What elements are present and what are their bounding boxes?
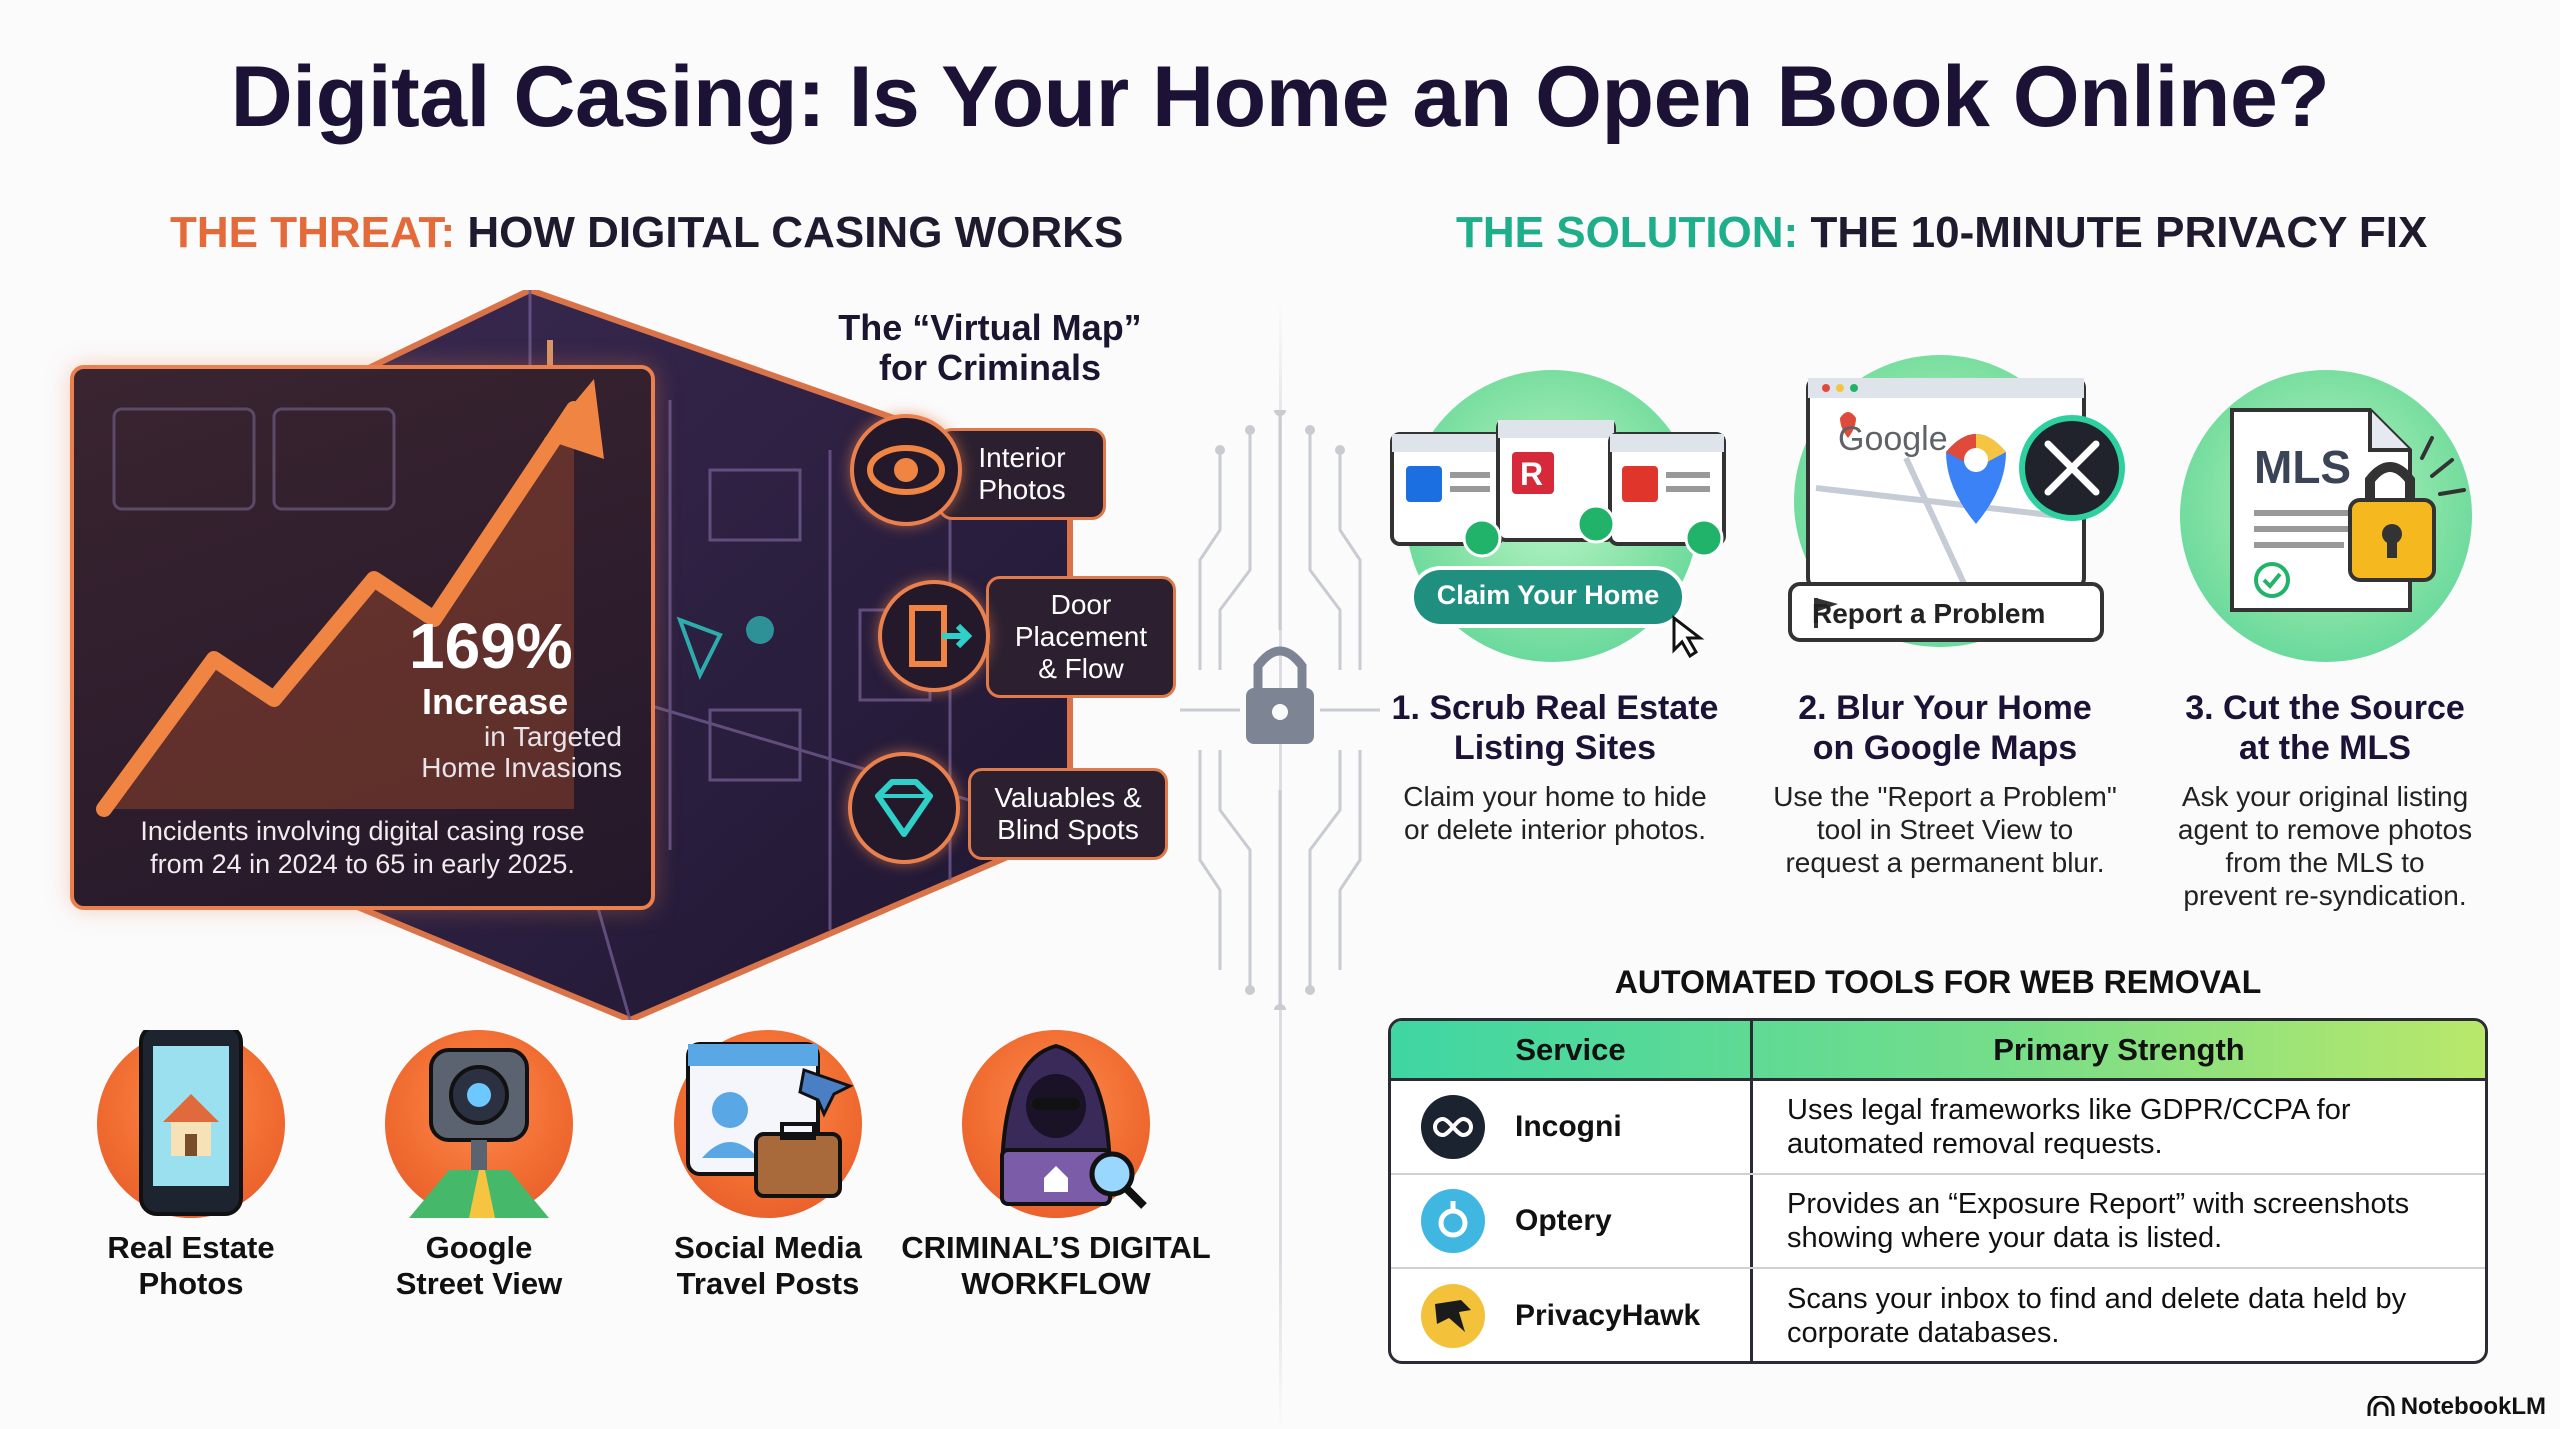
mls-badge: MLS (2254, 441, 2352, 493)
tools-table: Service Primary Strength Incogni Uses le… (1388, 1018, 2488, 1364)
google-maps-report-icon (1788, 378, 2125, 642)
stat-label: Increase (422, 681, 569, 722)
report-problem-badge: Report a Problem (1812, 598, 2046, 629)
listing-sites-icon: R (1390, 420, 1726, 659)
svg-text:R: R (1520, 456, 1543, 492)
lock-circuit-icon (1180, 410, 1380, 1010)
travel-post-icon (686, 1042, 854, 1198)
service-strength: Uses legal frameworks like GDPR/CCPA for… (1787, 1094, 2351, 1160)
stat-note: Incidents involving digital casing rose … (140, 816, 585, 879)
threat-label: THE THREAT: (170, 208, 456, 257)
feature-valuables: Valuables &Blind Spots (968, 768, 1168, 860)
hooded-hacker-icon (999, 1043, 1147, 1209)
service-name: Incogni (1515, 1110, 1622, 1143)
stat-value: 169% (409, 610, 573, 682)
table-row: PrivacyHawk Scans your inbox to find and… (1391, 1269, 2485, 1361)
threat-heading-text: HOW DIGITAL CASING WORKS (467, 208, 1124, 257)
google-logo-text: Google (1838, 420, 1948, 458)
diamond-icon (848, 752, 960, 864)
stat-sub: in Targeted Home Invasions (421, 721, 622, 783)
notebooklm-logo-icon (2367, 1396, 2395, 1416)
header-primary-strength: Primary Strength (1993, 1031, 2245, 1067)
service-strength: Scans your inbox to find and delete data… (1787, 1283, 2407, 1349)
optery-logo-icon (1421, 1189, 1485, 1253)
source-criminal-workflow (962, 1030, 1150, 1218)
service-strength: Provides an “Exposure Report” with scree… (1787, 1188, 2410, 1254)
source-real-estate (97, 1024, 285, 1218)
step-2-desc: Use the "Report a Problem"tool in Street… (1773, 781, 2117, 878)
incogni-logo-icon (1421, 1095, 1485, 1159)
solution-heading: THE SOLUTION: THE 10-MINUTE PRIVACY FIX (1456, 208, 2427, 258)
claim-your-home-badge: Claim Your Home (1436, 580, 1660, 610)
source-social-media (674, 1030, 862, 1218)
page-title: Digital Casing: Is Your Home an Open Boo… (230, 49, 2330, 145)
solution-heading-text: THE 10-MINUTE PRIVACY FIX (1810, 208, 2428, 257)
tools-table-header: Service Primary Strength (1391, 1021, 2485, 1081)
service-name: PrivacyHawk (1515, 1299, 1701, 1332)
threat-heading: THE THREAT: HOW DIGITAL CASING WORKS (170, 208, 1123, 258)
mls-lock-icon (2230, 408, 2466, 612)
eye-icon (850, 414, 962, 526)
table-row: Optery Provides an “Exposure Report” wit… (1391, 1175, 2485, 1269)
phone-house-icon (139, 1024, 243, 1216)
camera-map-icon (409, 1048, 549, 1218)
trend-chart-icon (96, 379, 604, 817)
header-service: Service (1391, 1021, 1753, 1078)
service-name: Optery (1515, 1204, 1612, 1237)
solution-label: THE SOLUTION: (1456, 208, 1799, 257)
door-icon (878, 580, 990, 692)
notebooklm-brand: NotebookLM (2367, 1393, 2546, 1421)
table-row: Incogni Uses legal frameworks like GDPR/… (1391, 1081, 2485, 1175)
tools-title: AUTOMATED TOOLS FOR WEB REMOVAL (1614, 964, 2262, 1000)
privacyhawk-logo-icon (1421, 1284, 1485, 1348)
stat-box: 169% Increase in Targeted Home Invasions… (70, 365, 655, 910)
virtual-map-title: The “Virtual Map” for Criminals (838, 307, 1142, 388)
source-street-view (385, 1030, 573, 1218)
